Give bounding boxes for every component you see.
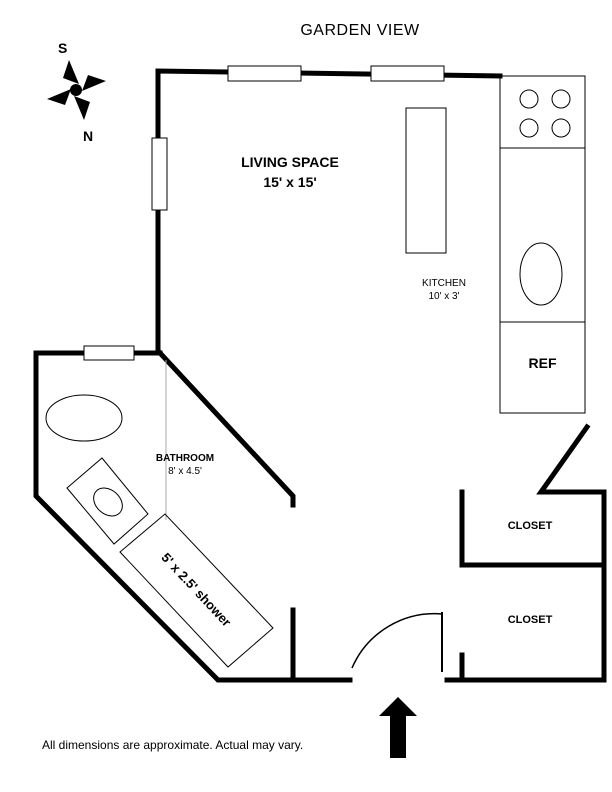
- kitchen: [405, 75, 586, 414]
- burner-icon: [519, 89, 539, 109]
- kitchen-size: 10' x 3': [428, 291, 460, 302]
- window-top-left: [227, 65, 302, 82]
- bathroom-name: BATHROOM: [155, 453, 215, 464]
- bathroom-outer-wall: [33, 350, 353, 683]
- refrigerator-label: REF: [528, 355, 557, 371]
- burner-icon: [551, 118, 571, 138]
- bathroom-fixtures: [45, 360, 274, 668]
- bathroom-size: 8' x 4.5': [168, 466, 202, 477]
- compass-north-label: N: [83, 128, 94, 144]
- entry-door: [351, 612, 443, 672]
- bathroom-label: BATHROOM 8' x 4.5': [140, 452, 230, 478]
- living-space-label: LIVING SPACE 15' x 15': [220, 152, 360, 192]
- burner-icon: [519, 118, 539, 138]
- kitchen-counter: [499, 75, 586, 414]
- bathtub-basin-icon: [45, 394, 123, 442]
- window-bathroom: [83, 345, 135, 361]
- top-and-left-wall: [155, 68, 503, 356]
- disclaimer-text: All dimensions are approximate. Actual m…: [42, 738, 304, 752]
- kitchen-name: KITCHEN: [422, 278, 466, 289]
- closet-lower-label: CLOSET: [507, 614, 553, 626]
- kitchen-sink-icon: [519, 242, 563, 306]
- bathroom-diagonal-wall: [156, 349, 296, 508]
- door-swing-arc: [351, 612, 443, 669]
- entry-right-wall: [444, 423, 607, 683]
- bathroom-sink-icon: [93, 487, 123, 517]
- living-space-name: LIVING SPACE: [241, 154, 339, 170]
- compass-icon: [47, 60, 106, 120]
- compass-south-label: S: [58, 40, 68, 56]
- living-space-size: 15' x 15': [263, 174, 317, 190]
- kitchen-label: KITCHEN 10' x 3': [405, 277, 483, 303]
- window-left: [151, 137, 168, 211]
- windows: [83, 65, 445, 361]
- burner-icon: [551, 89, 571, 109]
- shower-stall: [119, 513, 274, 668]
- closet-upper-label: CLOSET: [507, 520, 553, 532]
- window-top-right: [370, 65, 445, 82]
- bathroom-sink-counter: [66, 457, 149, 545]
- garden-view-label: GARDEN VIEW: [300, 22, 420, 39]
- entry-arrow-icon: [379, 697, 417, 758]
- kitchen-island: [405, 107, 447, 254]
